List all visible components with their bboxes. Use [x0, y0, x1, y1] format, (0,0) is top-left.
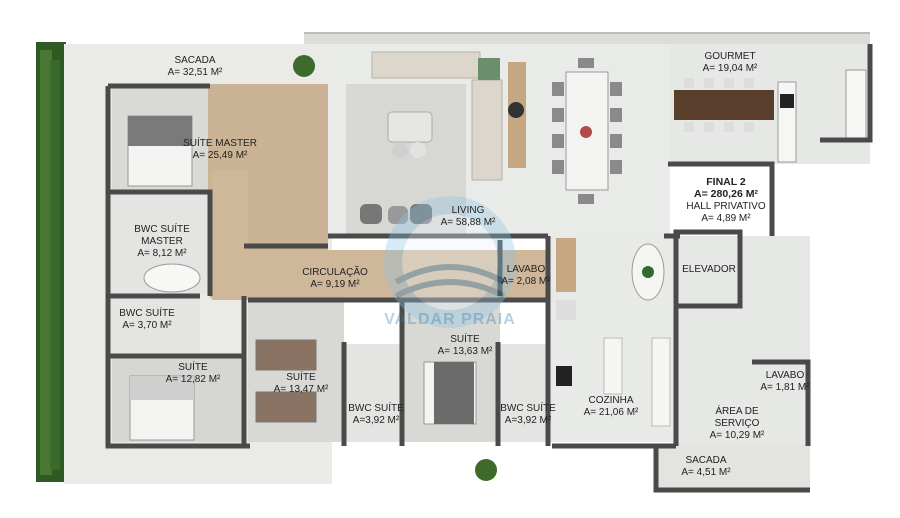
room-name: COZINHA [588, 395, 634, 406]
room-name: ÁREA DE SERVIÇO [714, 406, 760, 429]
label-lavabo1: LAVABO A= 2,08 M² [496, 264, 556, 288]
room-name: GOURMET [704, 51, 756, 62]
label-suite1: SUÍTE A= 12,82 M² [148, 362, 238, 386]
label-sacada-main: SACADA A= 32,51 M² [150, 55, 240, 79]
room-name: BWC SUÍTE MASTER [134, 224, 190, 247]
room-area: A= 10,29 M² [709, 430, 765, 441]
label-bwc-suite3: BWC SUÍTE A=3,92 M² [500, 403, 556, 427]
label-bwc-master: BWC SUÍTE MASTER A= 8,12 M² [118, 224, 206, 260]
room-area: A= 12,82 M² [165, 374, 221, 385]
service-floor [676, 236, 810, 446]
room-area: A= 4,89 M² [701, 213, 751, 224]
bed-suite1 [129, 375, 195, 441]
room-area: A= 21,06 M² [583, 407, 639, 418]
label-lavabo2: LAVABO A= 1,81 M² [754, 370, 816, 394]
watermark-text: VALDAR PRAIA [384, 311, 516, 328]
room-area: A= 4,51 M² [681, 467, 731, 478]
living-sofa [371, 51, 503, 181]
room-name: LAVABO [765, 370, 805, 381]
label-gourmet: GOURMET A= 19,04 M² [680, 51, 780, 75]
unit-name: FINAL 2 [706, 176, 746, 188]
room-name: SUÍTE [286, 372, 316, 383]
room-name: BWC SUÍTE [119, 308, 175, 319]
kitchen-island [556, 238, 671, 427]
room-area: A=3,92 M² [352, 415, 400, 426]
room-name: SUÍTE [178, 362, 208, 373]
gourmet-table [674, 69, 867, 163]
label-living: LIVING A= 58,88 M² [418, 205, 518, 229]
garden-strip [36, 42, 66, 482]
bed-suite3 [255, 339, 317, 423]
room-area: A= 13,47 M² [273, 384, 329, 395]
label-elevador: ELEVADOR [678, 264, 740, 276]
room-area: A= 58,88 M² [440, 217, 496, 228]
label-circulacao: CIRCULAÇÃO A= 9,19 M² [290, 267, 380, 291]
plant [293, 55, 315, 77]
room-name: HALL PRIVATIVO [686, 201, 766, 212]
bed-suite2 [423, 361, 477, 425]
bed-master [127, 115, 193, 187]
room-name: LIVING [451, 205, 485, 216]
room-name: ELEVADOR [682, 264, 736, 275]
room-name: BWC SUÍTE [500, 403, 556, 414]
label-bwc-suite2: BWC SUÍTE A=3,92 M² [348, 403, 404, 427]
unit-area: A= 280,26 M² [694, 188, 758, 200]
room-area: A= 3,70 M² [122, 320, 172, 331]
watermark-logo [384, 196, 516, 328]
room-name: CIRCULAÇÃO [302, 267, 368, 278]
label-suite-master: SUÍTE MASTER A= 25,49 M² [180, 138, 260, 162]
label-hall: HALL PRIVATIVO A= 4,89 M² [676, 201, 776, 225]
room-area: A= 2,08 M² [501, 276, 551, 287]
room-area: A= 19,04 M² [702, 63, 758, 74]
room-area: A= 8,12 M² [137, 248, 187, 259]
dining-table [552, 58, 622, 204]
room-name: LAVABO [506, 264, 546, 275]
room-name: BWC SUÍTE [348, 403, 404, 414]
label-cozinha: COZINHA A= 21,06 M² [566, 395, 656, 419]
room-area: A= 1,81 M² [760, 382, 810, 393]
circulation-floor [210, 250, 550, 298]
room-name: SUÍTE MASTER [183, 138, 257, 149]
room-area: A= 13,63 M² [437, 346, 493, 357]
bathtub [143, 263, 201, 293]
room-area: A= 32,51 M² [167, 67, 223, 78]
room-name: SUÍTE [450, 334, 480, 345]
label-final2: FINAL 2 A= 280,26 M² [676, 176, 776, 200]
room-area: A= 9,19 M² [310, 279, 360, 290]
label-suite3: SUÍTE A= 13,47 M² [256, 372, 346, 396]
room-area: A=3,92 M² [504, 415, 552, 426]
room-area: A= 25,49 M² [192, 150, 248, 161]
plant [475, 459, 497, 481]
label-suite2: SUÍTE A= 13,63 M² [420, 334, 510, 358]
room-name: SACADA [685, 455, 727, 466]
room-name: SACADA [174, 55, 216, 66]
label-bwc-suite1: BWC SUÍTE A= 3,70 M² [112, 308, 182, 332]
walls [105, 44, 873, 493]
sacada-small-floor [656, 444, 810, 490]
armchairs [360, 204, 432, 224]
label-sacada-small: SACADA A= 4,51 M² [666, 455, 746, 479]
label-area-servico: ÁREA DE SERVIÇO A= 10,29 M² [692, 406, 782, 442]
